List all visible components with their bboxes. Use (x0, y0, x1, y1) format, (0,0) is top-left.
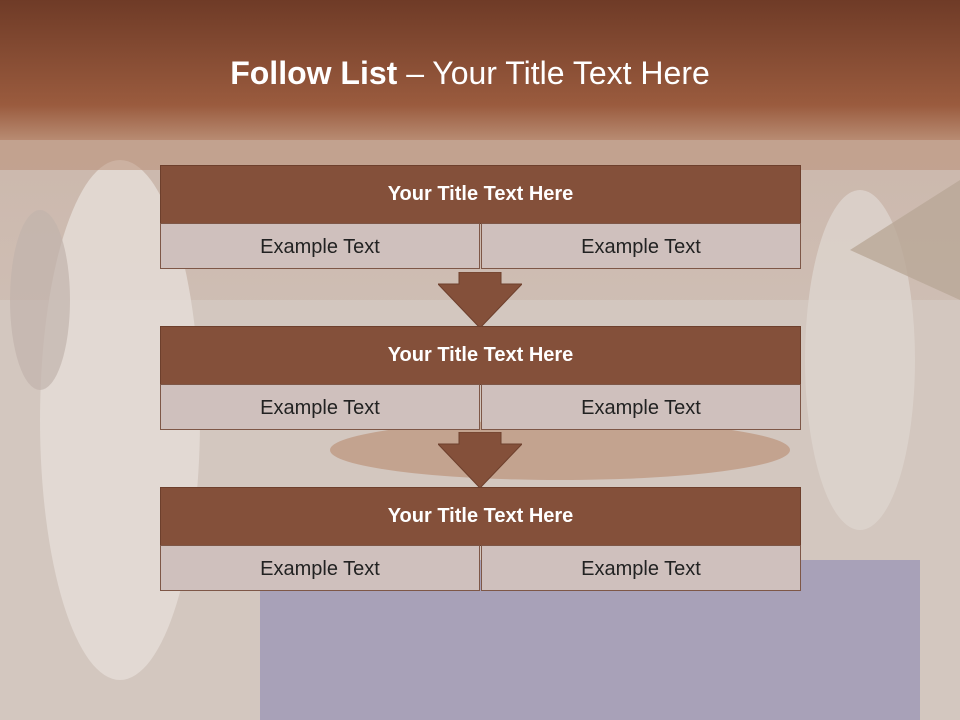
list-block-2: Your Title Text Here Example Text Exampl… (160, 326, 801, 432)
block-title: Your Title Text Here (160, 165, 801, 224)
down-arrow-icon (438, 272, 522, 328)
slide-title: Follow List – Your Title Text Here (0, 55, 940, 92)
slide-title-rest: – Your Title Text Here (397, 55, 710, 91)
block-title: Your Title Text Here (160, 326, 801, 385)
block-cell-right: Example Text (481, 223, 801, 269)
block-cell-right: Example Text (481, 545, 801, 591)
block-cell-right: Example Text (481, 384, 801, 430)
block-title: Your Title Text Here (160, 487, 801, 546)
block-cell-left: Example Text (160, 223, 480, 269)
block-cell-left: Example Text (160, 384, 480, 430)
list-block-1: Your Title Text Here Example Text Exampl… (160, 165, 801, 271)
slide-title-bold: Follow List (230, 55, 398, 91)
list-block-3: Your Title Text Here Example Text Exampl… (160, 487, 801, 593)
block-cell-left: Example Text (160, 545, 480, 591)
down-arrow-icon (438, 432, 522, 488)
